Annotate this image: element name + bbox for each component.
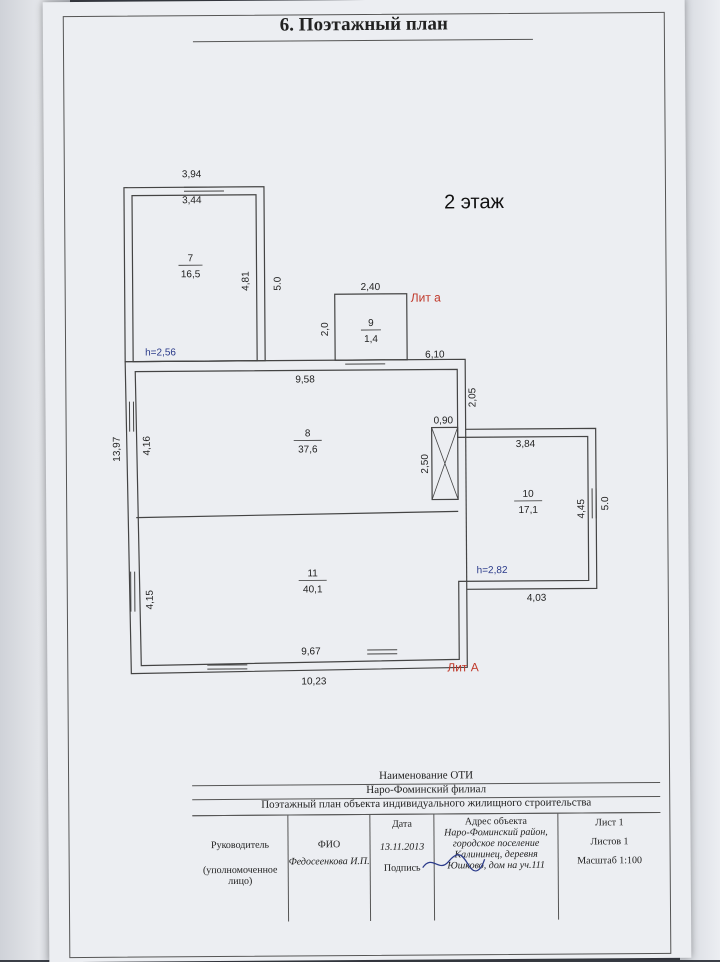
fio-value: Федосеенкова И.П. xyxy=(289,856,370,868)
dim-403: 4,03 xyxy=(527,593,547,604)
dim-50b: 5.0 xyxy=(600,496,611,510)
room-area: 40,1 xyxy=(303,584,323,595)
dim-481: 4,81 xyxy=(241,271,252,291)
room-8-label: 8 37,6 xyxy=(294,428,322,455)
dim-1397: 13,97 xyxy=(112,436,123,462)
fio-label: ФИО xyxy=(289,839,370,851)
lit-big-label: Лит А xyxy=(447,660,479,674)
room-number: 8 xyxy=(305,428,311,439)
dim-967: 9,67 xyxy=(301,646,321,657)
room-number: 9 xyxy=(368,318,374,329)
dim-20: 2,0 xyxy=(320,322,331,336)
dim-445: 4,45 xyxy=(576,499,587,519)
dim-344: 3,44 xyxy=(182,195,202,206)
floor-plan: 3,94 3,44 4,81 5.0 2,40 2,0 Лит а 6,10 9… xyxy=(43,0,690,722)
room-area: 37,6 xyxy=(298,444,318,455)
dim-240: 2,40 xyxy=(361,282,381,293)
dim-384: 3,84 xyxy=(516,439,536,450)
room-number: 11 xyxy=(307,568,318,579)
room-area: 1,4 xyxy=(364,334,378,345)
room-9-label: 9 1,4 xyxy=(361,318,381,345)
dim-415: 4,15 xyxy=(145,590,156,610)
room-7-label: 7 16,5 xyxy=(178,253,202,280)
dim-610: 6,10 xyxy=(425,349,445,360)
room-area: 17,1 xyxy=(518,505,538,516)
lit-small-label: Лит а xyxy=(411,290,442,304)
head-sub: (уполномоченное лицо) xyxy=(193,865,288,888)
sheet-cell: Лист 1 Листов 1 Масштаб 1:100 xyxy=(558,813,661,920)
title-block: Наименование ОТИ Наро-Фоминский филиал П… xyxy=(192,768,661,921)
dim-50a: 5.0 xyxy=(273,276,284,290)
head-cell: Руководитель (уполномоченное лицо) xyxy=(192,816,289,923)
dim-250: 2,50 xyxy=(420,454,431,474)
height-label-2: h=2,82 xyxy=(477,565,508,576)
sheet-number: Лист 1 xyxy=(558,817,660,829)
dim-958: 9,58 xyxy=(295,374,315,385)
address-label: Адрес объекта xyxy=(438,816,553,828)
scale-label: Масштаб 1:100 xyxy=(559,855,661,867)
signature-scribble xyxy=(419,851,489,875)
dim-394: 3,94 xyxy=(182,169,202,180)
dim-090: 0,90 xyxy=(434,415,454,426)
height-label-1: h=2,56 xyxy=(145,347,176,358)
document-sheet: 6. Поэтажный план 2 этаж 3 xyxy=(43,0,692,962)
room-number: 10 xyxy=(523,489,535,500)
room-area: 16,5 xyxy=(181,269,201,280)
room-number: 7 xyxy=(188,253,194,264)
sheet-count: Листов 1 xyxy=(558,836,660,848)
dim-416: 4,16 xyxy=(142,436,153,456)
date-label: Дата xyxy=(370,819,433,830)
room-11-label: 11 40,1 xyxy=(299,568,327,595)
dim-205: 2,05 xyxy=(467,387,478,407)
dim-1023: 10,23 xyxy=(301,676,327,687)
head-label: Руководитель xyxy=(193,840,288,852)
fio-cell: ФИО Федосеенкова И.П. xyxy=(288,815,371,922)
room-10-label: 10 17,1 xyxy=(514,489,542,516)
